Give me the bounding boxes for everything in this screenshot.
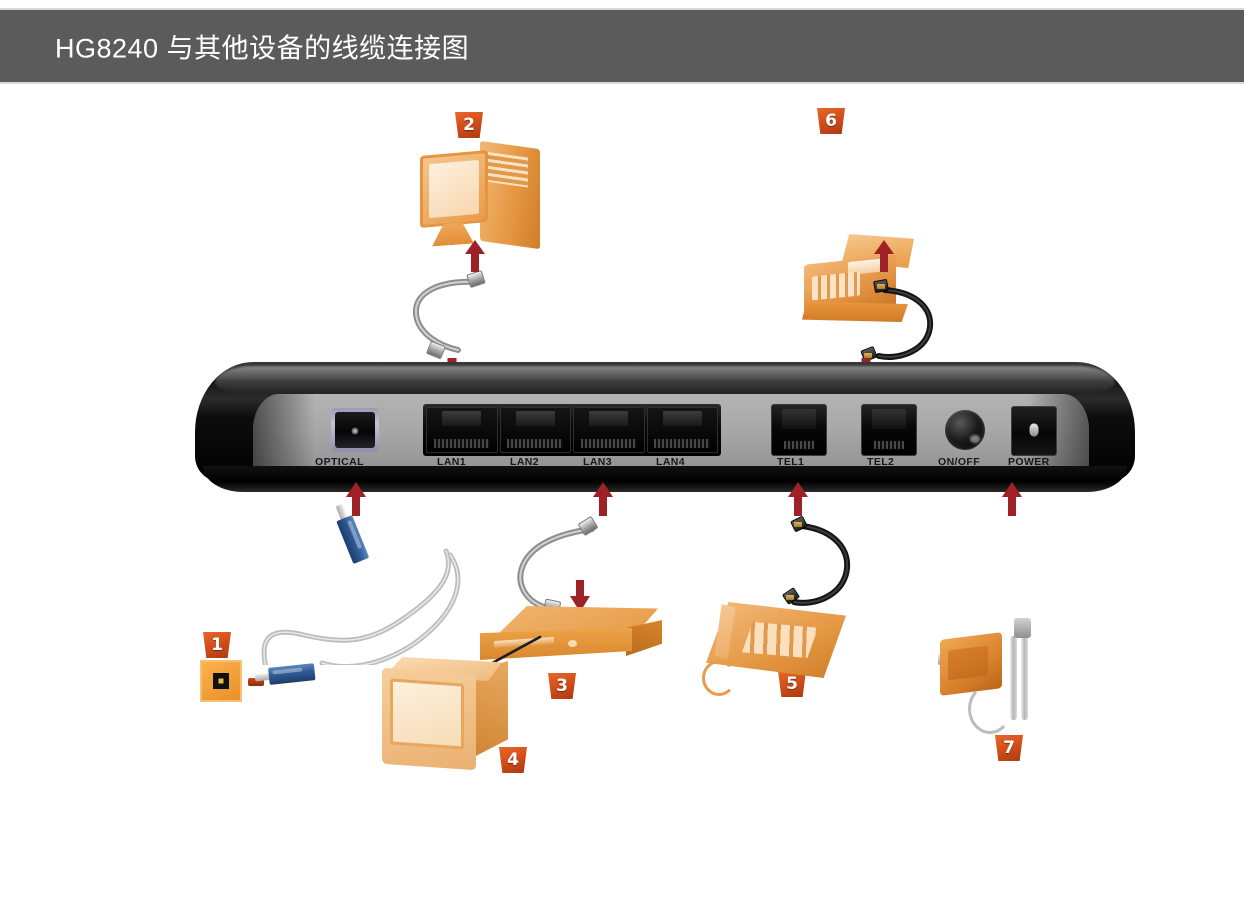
title-bar: HG8240 与其他设备的线缆连接图 [0, 8, 1244, 84]
tel2-port[interactable] [861, 404, 917, 456]
power-switch[interactable] [945, 410, 985, 450]
callout-badge-4: 4 [499, 747, 527, 773]
arrow-up-to-computer [464, 240, 486, 272]
rj11-pins-phone [786, 595, 794, 600]
optical-terminal-led [218, 678, 224, 684]
port-row: OPTICAL LAN1 LAN2 LAN3 LAN4 TEL1 TEL2 ON… [253, 394, 1089, 482]
optical-port[interactable] [331, 408, 379, 452]
arrow-up-to-power [1001, 482, 1023, 516]
pc-tower-slots [488, 151, 528, 188]
phone-cord [702, 660, 736, 696]
optical-port-inner [335, 412, 375, 448]
lan-port-block [423, 404, 721, 456]
router-top-gloss [215, 366, 1115, 392]
port-label-lan1: LAN1 [437, 456, 467, 468]
hg8240-router: OPTICAL LAN1 LAN2 LAN3 LAN4 TEL1 TEL2 ON… [195, 362, 1135, 497]
telephone-illustration [700, 588, 868, 696]
adapter-cable-left [1010, 636, 1017, 720]
port-label-lan4: LAN4 [656, 456, 686, 468]
tv-screen [390, 678, 464, 750]
power-jack[interactable] [1011, 406, 1057, 456]
lan4-port[interactable] [646, 407, 718, 453]
monitor-screen [420, 150, 488, 228]
lan-cable-to-stb [490, 515, 620, 630]
port-label-optical: OPTICAL [315, 456, 364, 468]
port-label-power: POWER [1008, 456, 1050, 468]
television-illustration [378, 655, 512, 777]
optical-port-ferrule [351, 427, 359, 435]
port-label-lan3: LAN3 [583, 456, 613, 468]
lan1-port[interactable] [426, 407, 498, 453]
sc-body-terminal [268, 663, 316, 685]
stb-indicator-led [568, 640, 577, 647]
rj11-pins-tel2 [864, 353, 872, 358]
optical-terminal-box [200, 660, 242, 702]
lan3-port[interactable] [573, 407, 645, 453]
fax-machine-illustration [800, 230, 920, 326]
adapter-label-face [948, 645, 988, 681]
callout-badge-2: 2 [455, 112, 483, 138]
connection-diagram: 2 6 1 3 4 5 7 [0, 90, 1244, 902]
callout-badge-6: 6 [817, 108, 845, 134]
arrow-down-to-stb [569, 580, 591, 612]
tel1-port[interactable] [771, 404, 827, 456]
tel-cable-to-phone [760, 510, 880, 625]
monitor-screen-surface [429, 159, 479, 219]
rj11-pins-fax [877, 284, 885, 289]
lan2-port[interactable] [499, 407, 571, 453]
port-label-tel2: TEL2 [867, 456, 895, 468]
arrow-up-to-lan3 [592, 482, 614, 516]
fax-base [802, 302, 908, 322]
optical-terminal-window [213, 673, 229, 689]
adapter-cable-right [1021, 632, 1028, 720]
arrow-up-to-fax [873, 240, 895, 272]
port-label-tel1: TEL1 [777, 456, 805, 468]
callout-badge-1: 1 [203, 632, 231, 658]
callout-badge-7: 7 [995, 735, 1023, 761]
rj11-pins-tel1 [794, 522, 802, 527]
adapter-cord-loop [968, 684, 1012, 734]
lan-cable-to-computer [400, 258, 530, 373]
adapter-dc-plug [1014, 618, 1031, 638]
phone-keypad [742, 622, 818, 658]
power-jack-pin [1029, 423, 1039, 437]
optical-terminal-connector [248, 678, 264, 686]
arrow-up-to-optical [345, 482, 367, 516]
fiber-optic-cable [250, 515, 490, 678]
callout-badge-5: 5 [778, 671, 806, 697]
arrow-up-to-tel1 [787, 482, 809, 516]
tel-cable-to-fax [845, 268, 965, 383]
power-switch-highlight [970, 435, 980, 443]
port-label-lan2: LAN2 [510, 456, 540, 468]
page-title: HG8240 与其他设备的线缆连接图 [55, 33, 470, 64]
pc-tower [480, 140, 540, 250]
port-label-onoff: ON/OFF [938, 456, 981, 468]
power-adapter-illustration [938, 618, 1046, 742]
callout-badge-3: 3 [548, 673, 576, 699]
